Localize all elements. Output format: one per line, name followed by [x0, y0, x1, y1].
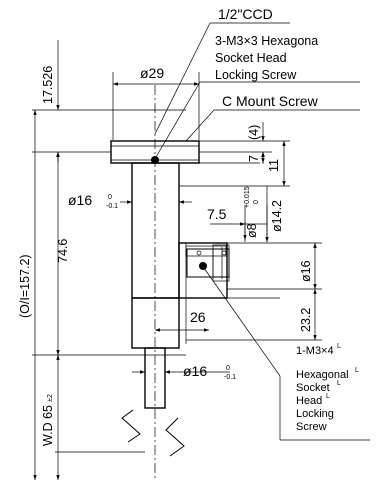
flange-thickness-label: 7 [247, 155, 261, 162]
flange-offset-label: (4) [247, 125, 261, 140]
side-screw-line-6: Screw [296, 421, 327, 433]
locking-screw-line-1: 3-M3×3 Hexagona [215, 34, 318, 48]
lens-body [110, 85, 230, 480]
side-screw-line-3: Socket [296, 382, 330, 394]
barrel-tol-upper-top: 0 [108, 194, 112, 201]
mount-label: C Mount Screw [222, 93, 319, 109]
upper-barrel [131, 162, 180, 299]
side-screw-mark-4: L [326, 393, 330, 400]
barrel-tol-lower-top: 0 [226, 365, 230, 372]
extension-lines [32, 72, 322, 453]
side-screw-mark-2: L [355, 367, 359, 374]
port-offset-label: 7.5 [207, 206, 227, 222]
port-bore-tol-bottom: 0 [253, 200, 260, 204]
dimension-text: ø29 17.526 (4) 7 11 ø16 0 -0.1 7.5 ø8 +0… [18, 65, 313, 446]
lower-body [131, 297, 180, 349]
top-screw-icon [151, 156, 159, 164]
barrel-tol-upper-bottom: -0.1 [106, 203, 118, 210]
side-screw-mark-3: L [337, 380, 341, 387]
port-bore-label: ø8 [245, 223, 259, 238]
center-offset-label: 26 [190, 309, 206, 325]
side-screw-line-5: Locking [296, 408, 334, 420]
flange-height-label: 11 [267, 159, 281, 172]
side-screw-line-2: Hexagonal [296, 369, 349, 381]
barrel-tol-lower-bottom: -0.1 [224, 374, 236, 381]
objective-tube [144, 347, 166, 409]
side-screw-mark-1: L [337, 343, 341, 350]
port-diameter-label: ø16 [299, 260, 313, 282]
working-distance-label: W.D 65 [41, 405, 55, 446]
callouts: 1/2"CCD 3-M3×3 Hexagona Socket Head Lock… [215, 6, 319, 109]
leader-lines [154, 22, 370, 441]
dimension-lines [33, 40, 317, 480]
barrel-diameter-lower-label: ø16 [183, 363, 207, 379]
port-flange-label: ø14.2 [270, 200, 284, 232]
length-lower-label: 23.2 [299, 308, 313, 332]
working-distance-tol: ±2 [47, 394, 54, 402]
side-screw-icon [199, 262, 207, 270]
barrel-diameter-upper-label: ø16 [68, 192, 92, 208]
side-screw-line-1: 1-M3×4 [296, 345, 334, 357]
length-main-label: 74.6 [56, 239, 70, 263]
locking-screw-line-2: Socket Head [215, 51, 287, 65]
sensor-label: 1/2"CCD [218, 6, 273, 22]
side-screw-line-4: Head [296, 395, 322, 407]
locking-screw-line-3: Locking Screw [215, 68, 297, 82]
top-diameter-label: ø29 [140, 65, 164, 81]
side-port [186, 244, 230, 282]
overall-length-label: (O/I=157.2) [18, 254, 32, 318]
side-screw-note: 1-M3×4 Hexagonal Socket Head Locking Scr… [296, 343, 359, 433]
overall-top-label: 17.526 [41, 66, 55, 104]
port-bore-tol-top: +0.015 [244, 186, 251, 208]
